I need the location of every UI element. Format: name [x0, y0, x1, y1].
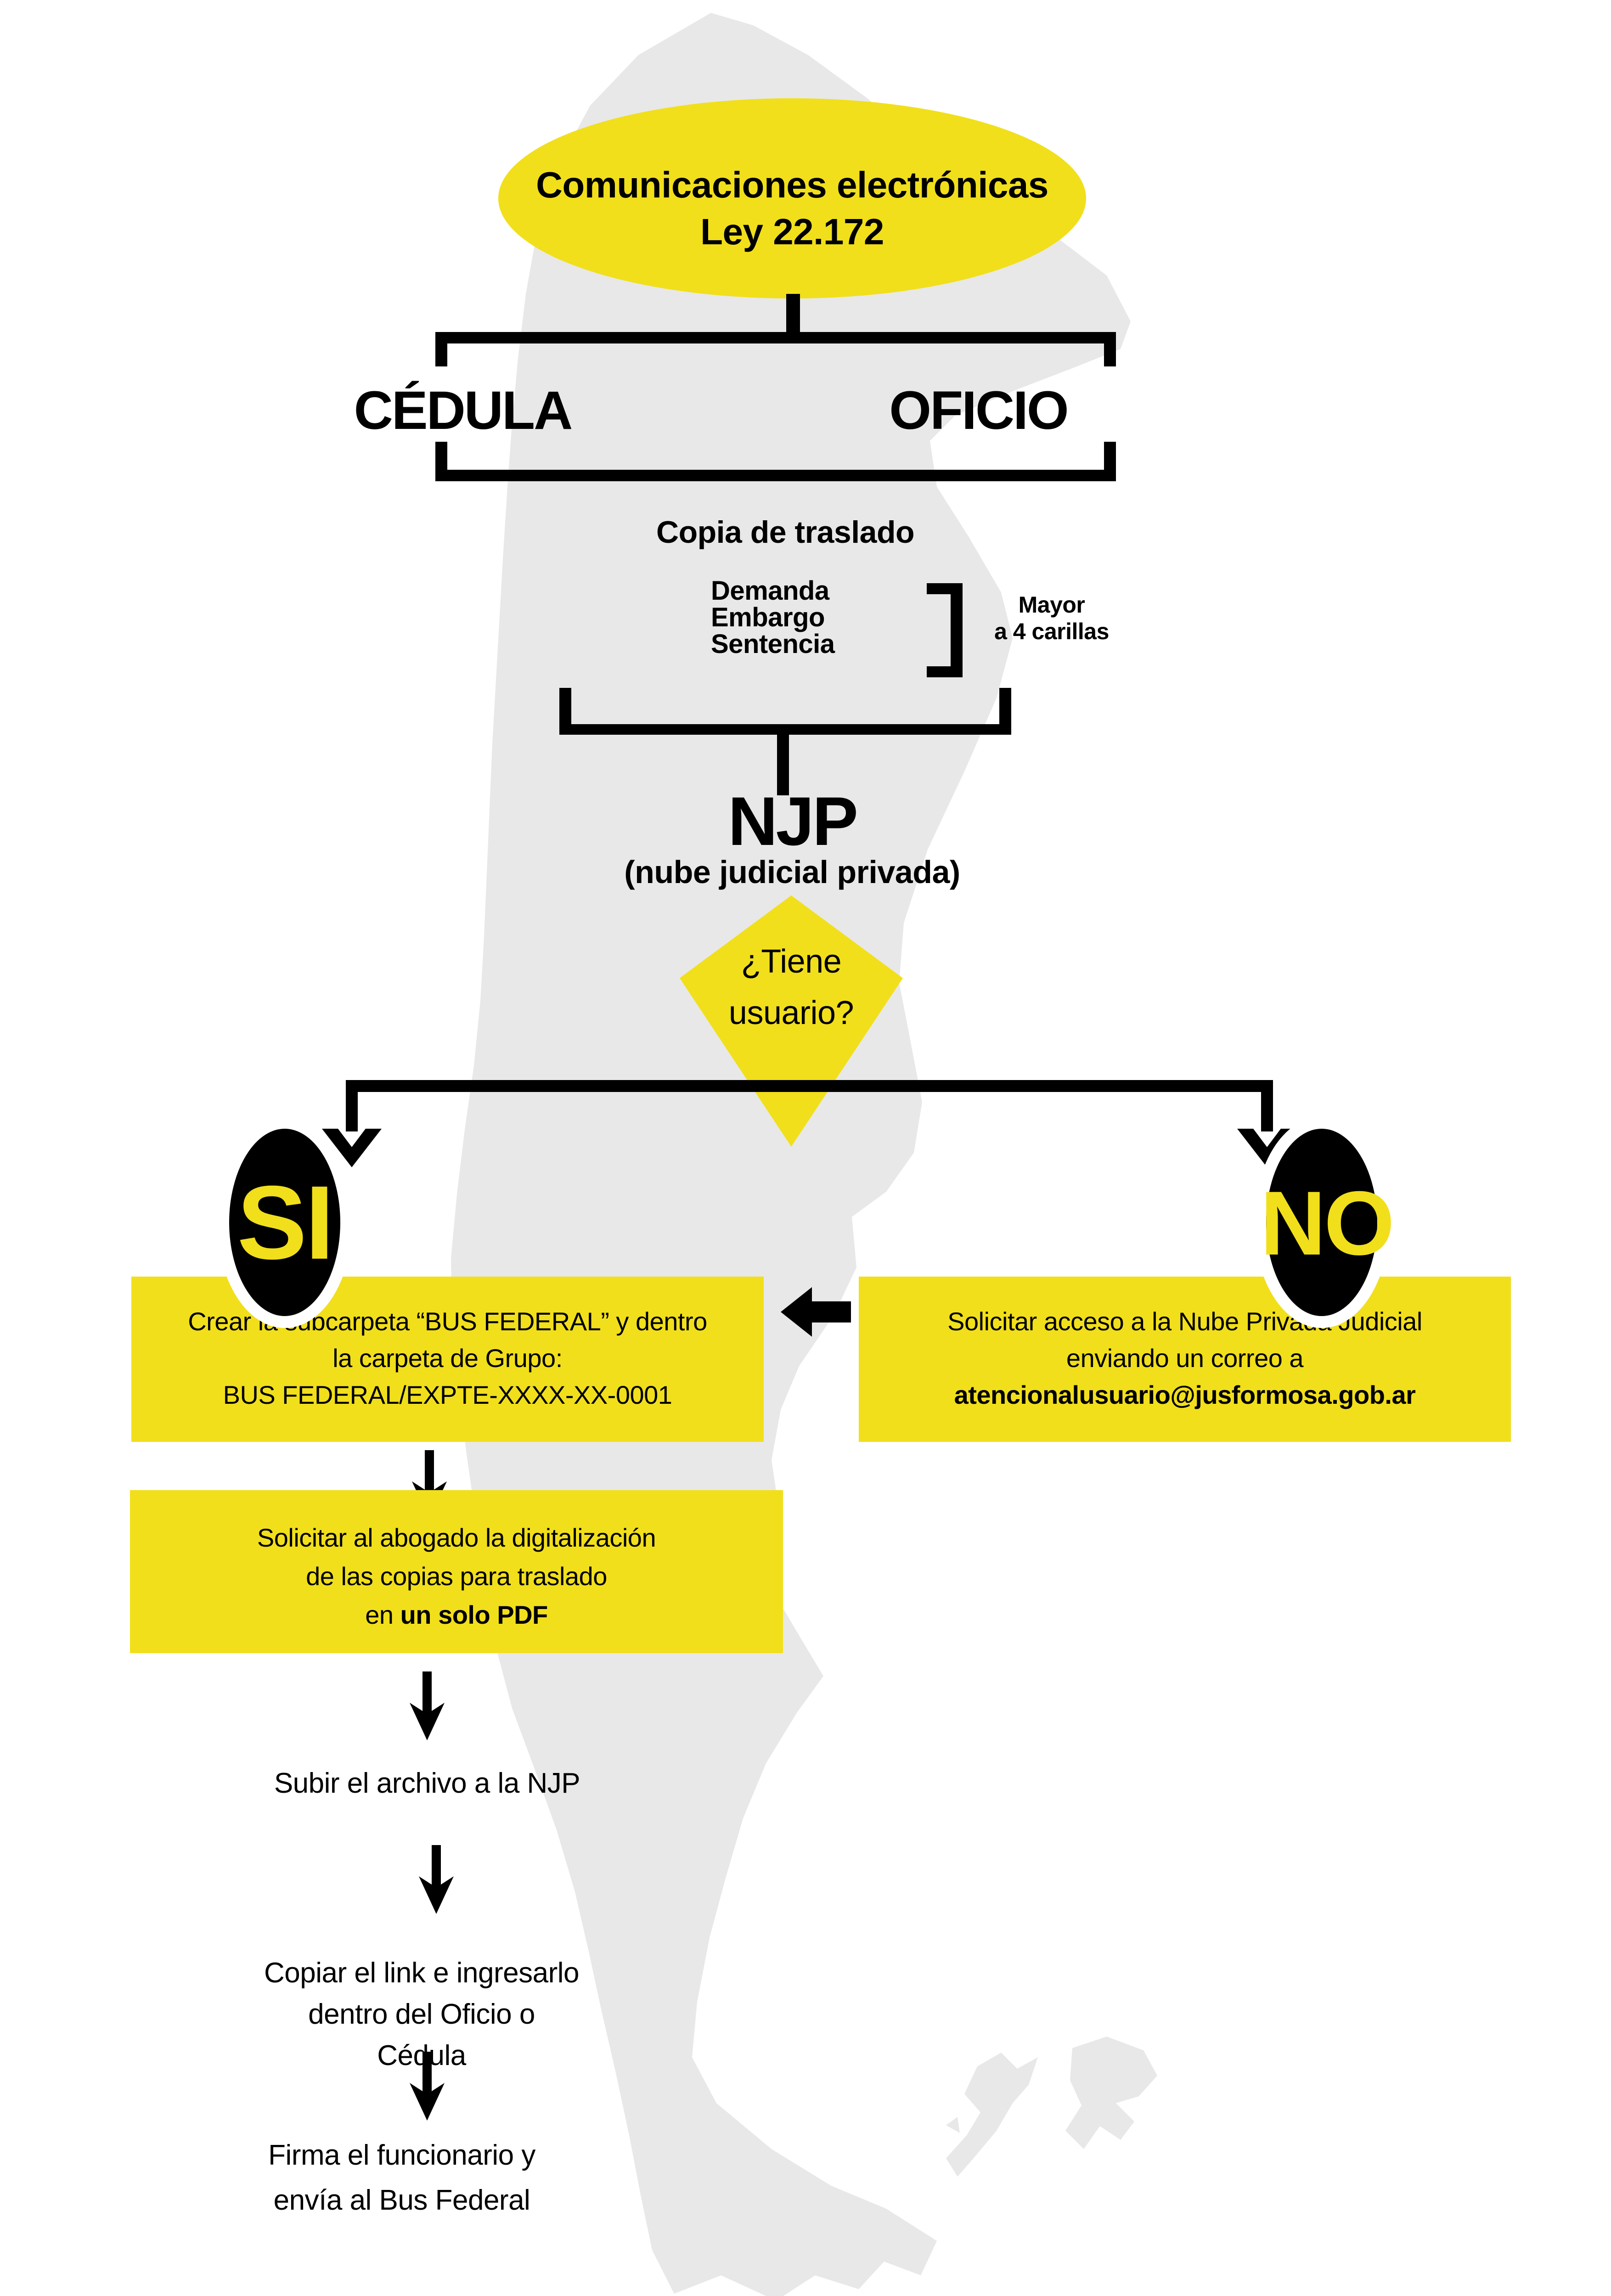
digitize-line1: Solicitar al abogado la digitalización [257, 1523, 656, 1552]
step-copy-link: Copiar el link e ingresarlo dentro del O… [261, 1953, 582, 2077]
no-box-email: atencionalusuario@jusformosa.gob.ar [954, 1380, 1416, 1409]
yes-box-line2: la carpeta de Grupo: [332, 1344, 563, 1373]
step-upload: Subir el archivo a la NJP [274, 1767, 580, 1799]
copy-item-sentencia: Sentencia [711, 629, 835, 659]
step-copy-link-line1: Copiar el link e ingresarlo [264, 1957, 580, 1989]
decision-question: ¿Tiene usuario? [681, 936, 901, 1039]
digitize-line3-prefix: en [365, 1600, 394, 1629]
title-ellipse-shape [498, 98, 1086, 298]
copy-item-demanda: Demanda [711, 576, 829, 606]
connector-top-drop-right [1104, 332, 1116, 366]
title-line2: Ley 22.172 [700, 211, 884, 252]
falkland-east-island [1065, 2037, 1157, 2149]
no-circle-shape [1254, 1117, 1389, 1328]
connector-gather-stub [777, 735, 789, 795]
decision-question-line1: ¿Tiene [741, 943, 842, 980]
step-sign-line1: Firma el funcionario y [268, 2139, 535, 2171]
copy-item-list: Demanda Embargo Sentencia [711, 578, 904, 658]
bracket-note-line2: a 4 carillas [994, 619, 1109, 644]
connector-low-bar [435, 470, 1116, 481]
connector-top-drop-left [435, 332, 447, 366]
connector-low-drop-left [435, 442, 447, 474]
connector-split-bar [346, 1080, 1273, 1092]
connector-top-bar [435, 332, 1116, 343]
step-copy-link-line2: dentro del Oficio o Cédula [308, 1998, 535, 2071]
no-box-line2: enviando un correo a [1066, 1344, 1304, 1373]
digitize-line2: de las copias para traslado [306, 1562, 607, 1591]
connector-low-drop-right [1104, 442, 1116, 474]
title: Comunicaciones electrónicas Ley 22.172 [498, 162, 1086, 255]
yes-circle-shape [217, 1117, 352, 1328]
no-label: NO [1260, 1172, 1395, 1274]
step-sign-line2: envía al Bus Federal [273, 2184, 530, 2216]
decision-question-line2: usuario? [728, 995, 854, 1031]
yes-box-line3: BUS FEDERAL/EXPTE-XXXX-XX-0001 [223, 1380, 672, 1409]
njp-acronym: NJP [728, 782, 858, 860]
branch-label-cedula: CÉDULA [354, 380, 573, 441]
connector-split-drop-left [346, 1080, 358, 1131]
title-line1: Comunicaciones electrónicas [536, 164, 1048, 205]
digitize-line3: en un solo PDF [130, 1596, 783, 1634]
branch-label-oficio: OFICIO [889, 380, 1069, 441]
step-sign: Firma el funcionario y envía al Bus Fede… [241, 2133, 563, 2223]
no-action-box: Solicitar acceso a la Nube Privada Judic… [859, 1277, 1511, 1442]
falkland-west-island [946, 2053, 1038, 2177]
njp-subtitle: (nube judicial privada) [624, 854, 960, 890]
copy-heading: Copia de traslado [656, 515, 915, 550]
bracket-note: Mayor a 4 carillas [964, 591, 1139, 645]
connector-gather-bar [559, 724, 1011, 735]
copy-item-embargo: Embargo [711, 602, 825, 632]
digitize-line3-bold: un solo PDF [400, 1600, 548, 1629]
falkland-islet [946, 2117, 960, 2133]
yes-label: SI [237, 1165, 334, 1281]
yes-action-box: Crear la subcarpeta “BUS FEDERAL” y dent… [131, 1277, 764, 1442]
connector-split-drop-right [1261, 1080, 1273, 1131]
decision-diamond-shape [680, 895, 903, 1147]
digitize-box: Solicitar al abogado la digitalización d… [130, 1490, 783, 1653]
bracket-note-line1: Mayor [1018, 592, 1085, 618]
